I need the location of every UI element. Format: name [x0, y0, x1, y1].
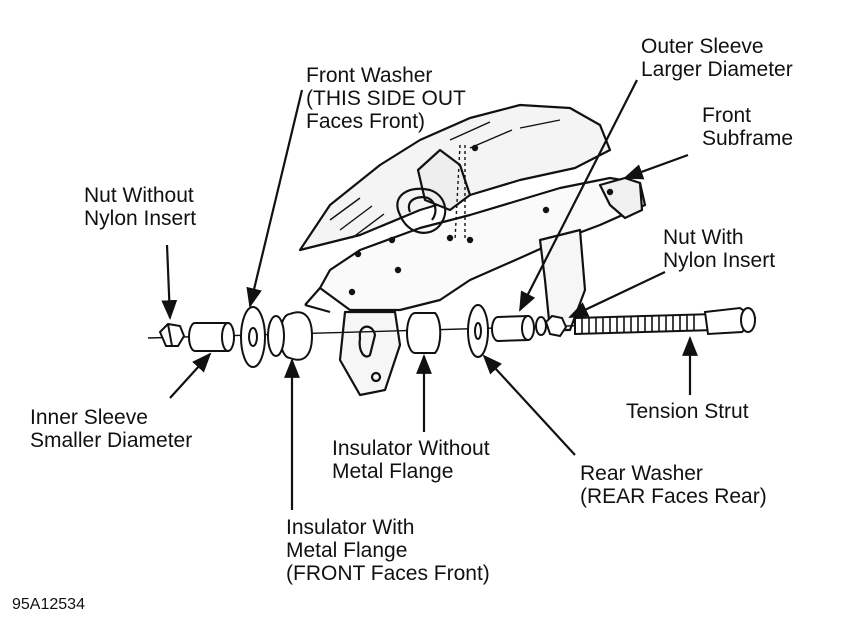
insulator-with-flange-part — [267, 311, 314, 361]
label-nut-with-nylon-line-1: Nut With — [663, 226, 744, 249]
inner-sleeve-part — [188, 322, 235, 352]
tension-strut-part — [574, 306, 757, 336]
label-nut-without-nylon-line-2: Nylon Insert — [84, 207, 197, 230]
label-insulator-with-flange-line-3: (FRONT Faces Front) — [286, 562, 490, 585]
label-front-washer-line-3: Faces Front) — [306, 110, 426, 133]
label-front-subframe: Front Subframe — [702, 104, 793, 150]
label-nut-without-nylon: Nut Without Nylon Insert — [84, 184, 196, 230]
label-insulator-with-flange: Insulator With Metal Flange (FRONT Faces… — [286, 516, 490, 585]
nut-with-nylon-part — [535, 314, 568, 338]
label-rear-washer: Rear Washer (REAR Faces Rear) — [580, 462, 767, 508]
label-front-washer-line-1: Front Washer — [306, 64, 433, 87]
nut-without-nylon-part — [158, 322, 186, 347]
label-rear-washer-line-2: (REAR Faces Rear) — [580, 485, 767, 508]
label-nut-without-nylon-line-1: Nut Without — [84, 184, 194, 207]
rear-washer-part — [467, 304, 489, 358]
label-insulator-without-flange-line-2: Metal Flange — [332, 460, 454, 483]
label-front-subframe-line-1: Front — [702, 104, 752, 127]
label-inner-sleeve: Inner Sleeve Smaller Diameter — [30, 406, 192, 452]
label-insulator-with-flange-line-1: Insulator With — [286, 516, 415, 539]
label-insulator-with-flange-line-2: Metal Flange — [286, 539, 408, 562]
label-rear-washer-line-1: Rear Washer — [580, 462, 703, 485]
label-tension-strut: Tension Strut — [626, 400, 749, 423]
label-front-washer-line-2: (THIS SIDE OUT — [306, 87, 466, 110]
label-inner-sleeve-line-1: Inner Sleeve — [30, 406, 148, 429]
label-inner-sleeve-line-2: Smaller Diameter — [30, 429, 193, 452]
label-outer-sleeve-line-2: Larger Diameter — [641, 58, 793, 81]
label-outer-sleeve: Outer Sleeve Larger Diameter — [641, 35, 793, 81]
label-front-washer: Front Washer (THIS SIDE OUT Faces Front) — [306, 64, 466, 133]
label-insulator-without-flange: Insulator Without Metal Flange — [332, 437, 490, 483]
label-outer-sleeve-line-1: Outer Sleeve — [641, 35, 764, 58]
label-tension-strut-line-1: Tension Strut — [626, 400, 749, 423]
insulator-without-flange-part — [406, 312, 442, 354]
figure-id: 95A12534 — [12, 596, 85, 613]
outer-sleeve-part — [491, 314, 535, 342]
label-front-subframe-line-2: Subframe — [702, 127, 794, 150]
front-subframe-drawing — [298, 103, 647, 397]
label-nut-with-nylon: Nut With Nylon Insert — [663, 226, 775, 272]
label-insulator-without-flange-line-1: Insulator Without — [332, 437, 490, 460]
front-washer-part — [240, 306, 266, 368]
label-nut-with-nylon-line-2: Nylon Insert — [663, 249, 776, 272]
leader-lines — [161, 79, 698, 510]
